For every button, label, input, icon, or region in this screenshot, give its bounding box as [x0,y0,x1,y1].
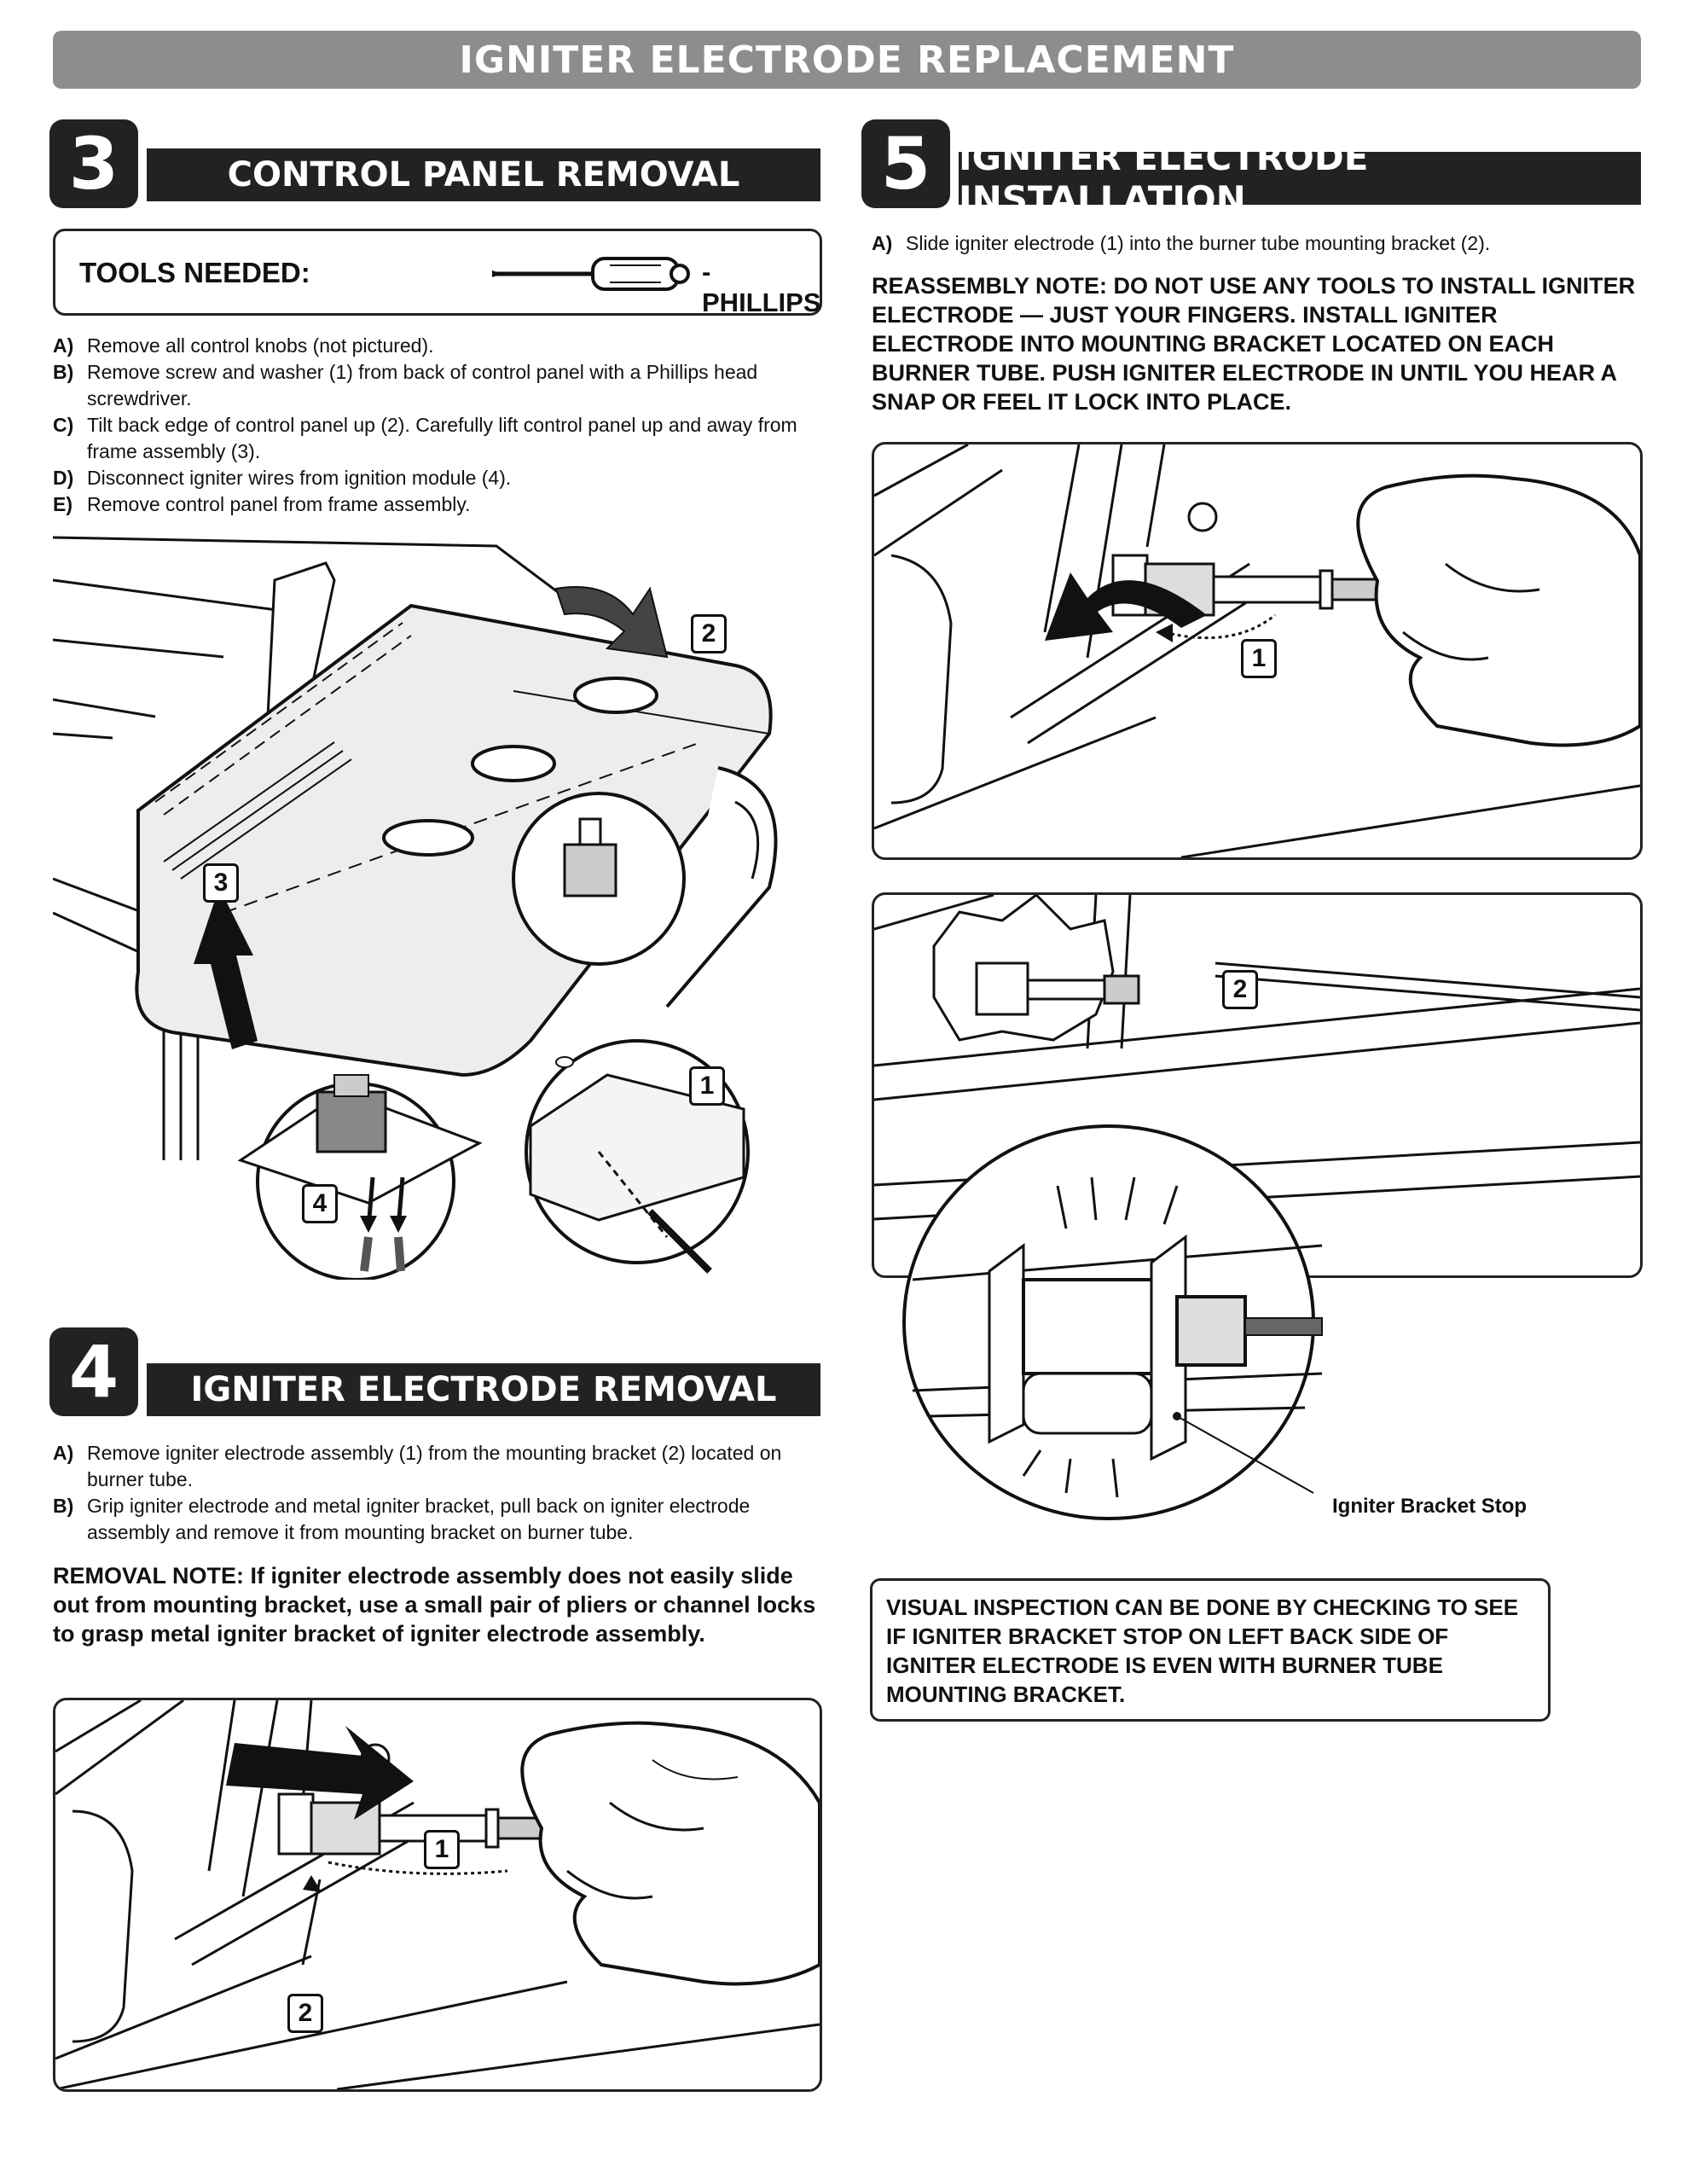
tools-needed-box: TOOLS NEEDED: - PHILLIPS [53,229,822,317]
step4-step-b: B)Grip igniter electrode and metal ignit… [53,1495,751,1543]
step3-number: 3 [49,119,138,208]
step3-instructions: A)Remove all control knobs (not pictured… [53,333,820,518]
control-panel-drawing [52,536,778,1281]
callout-4: 4 [302,1184,338,1223]
step5-number: 5 [861,119,950,208]
control-panel-illustration: 2 3 1 4 [52,529,820,1281]
tools-needed-label: TOOLS NEEDED: [79,257,310,288]
bracket-stop-drawing [902,1124,1323,1520]
step4-instructions: A)Remove igniter electrode assembly (1) … [53,1440,820,1546]
removal-callout-1: 1 [424,1830,460,1869]
removal-note: REMOVAL NOTE: If igniter electrode assem… [53,1563,816,1647]
step5-instructions: A)Slide igniter electrode (1) into the b… [872,230,1639,257]
install-callout-2: 2 [1222,970,1258,1009]
step3-step-a: A)Remove all control knobs (not pictured… [53,334,434,357]
step4-number: 4 [49,1327,138,1416]
callout-1: 1 [689,1066,725,1106]
callout-3: 3 [203,863,239,903]
bracket-stop-label: Igniter Bracket Stop [1332,1495,1528,1518]
step3-title: CONTROL PANEL REMOVAL [147,148,820,201]
step3-step-e: E)Remove control panel from frame assemb… [53,493,471,515]
removal-callout-2: 2 [287,1994,323,2033]
reassembly-note: REASSEMBLY NOTE: DO NOT USE ANY TOOLS TO… [872,273,1636,415]
tool-name: - PHILLIPS [702,257,821,317]
step3-step-d: D)Disconnect igniter wires from ignition… [53,467,512,489]
step3-step-b: B)Remove screw and washer (1) from back … [53,361,758,410]
removal-illustration: 1 2 [53,1698,822,2092]
bracket-stop-magnifier [896,1118,1339,1527]
bracket-drawing [874,895,1640,1221]
removal-drawing [55,1700,820,2089]
step3-step-c: C)Tilt back edge of control panel up (2)… [53,414,797,462]
installation-illustration-top: 1 [872,442,1643,860]
step5-step-a: A)Slide igniter electrode (1) into the b… [872,232,1491,254]
installation-drawing [874,444,1640,857]
callout-2: 2 [691,614,727,653]
step4-step-a: A)Remove igniter electrode assembly (1) … [53,1442,782,1490]
step4-title: IGNITER ELECTRODE REMOVAL [147,1363,820,1416]
install-callout-1: 1 [1241,639,1277,678]
banner-title: IGNITER ELECTRODE REPLACEMENT [53,31,1641,89]
screwdriver-icon [492,257,690,291]
inspection-note: VISUAL INSPECTION CAN BE DONE BY CHECKIN… [870,1578,1551,1722]
step5-title: IGNITER ELECTRODE INSTALLATION [959,136,1641,220]
